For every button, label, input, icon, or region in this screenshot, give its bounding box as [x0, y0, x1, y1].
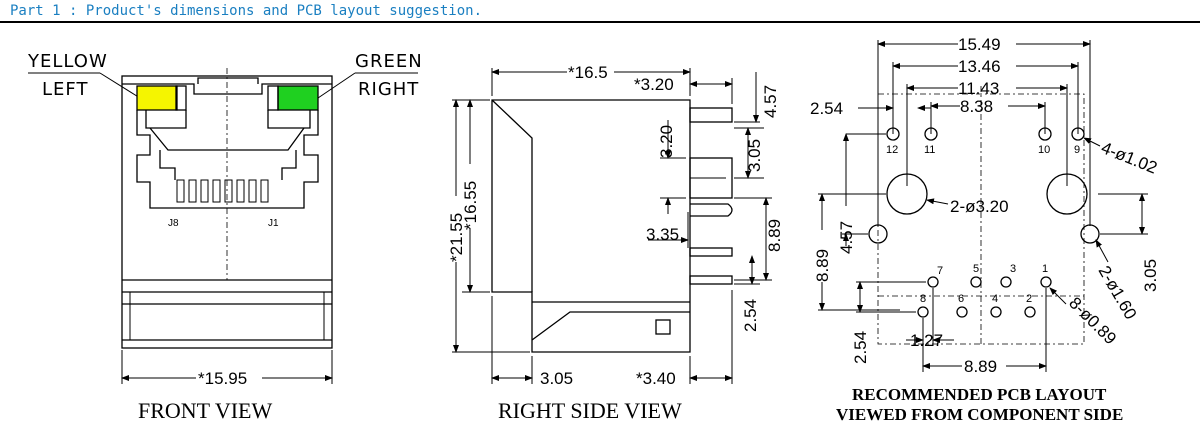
pcb-dim-254-vertical: 2.54	[851, 331, 870, 364]
pcb-dim-305-vertical: 3.05	[1141, 259, 1160, 292]
pin-label-5: 5	[973, 263, 979, 275]
pcb-dim-889-vertical: 8.89	[813, 249, 832, 282]
pin-label-6: 6	[958, 293, 964, 305]
pcb-shield-hole-left	[868, 224, 888, 244]
front-view: YELLOW LEFT GREEN RIGHT	[27, 51, 423, 423]
pcb-top-holes	[886, 127, 1085, 141]
pcb-mount-hole-right	[1046, 173, 1088, 215]
section-header: Part 1 : Product's dimensions and PCB la…	[0, 0, 1200, 24]
pin-label-4: 4	[992, 293, 998, 305]
side-dim-pin-335: 3.35	[646, 225, 679, 244]
led-left-position-label: LEFT	[42, 79, 88, 100]
side-dim-pin-889: 8.89	[765, 219, 784, 252]
side-dim-pin-254: 2.54	[741, 299, 760, 332]
pcb-signal-pins-row1	[927, 276, 1052, 288]
jack-opening	[136, 110, 319, 209]
pcb-mount-hole-left	[886, 173, 928, 215]
led-right-leader	[317, 72, 356, 99]
front-view-title: FRONT VIEW	[138, 398, 272, 423]
side-dim-top-offset: *3.20	[634, 75, 674, 94]
front-width-dim: *15.95	[198, 369, 247, 388]
side-pins	[689, 107, 733, 285]
led-left-yellow	[136, 85, 178, 111]
pcb-title-line1: RECOMMENDED PCB LAYOUT	[852, 385, 1107, 404]
pin-label-2: 2	[1026, 293, 1032, 305]
pcb-dim-254-top: 2.54	[810, 99, 843, 118]
pin-label-j1: J1	[268, 218, 279, 229]
led-left-leader	[99, 72, 141, 99]
section-title: Part 1 : Product's dimensions and PCB la…	[10, 3, 483, 19]
pin-label-7: 7	[937, 265, 943, 277]
pcb-dim-838: 8.38	[960, 97, 993, 116]
pin-label-3: 3	[1010, 263, 1016, 275]
pin-label-11: 11	[924, 144, 935, 156]
led-left-color-label: YELLOW	[27, 51, 108, 72]
led-right-green	[277, 85, 319, 111]
pcb-dim-1143: 11.43	[958, 79, 999, 98]
front-body-outline	[121, 75, 333, 349]
pin-label-9: 9	[1074, 144, 1080, 156]
pcb-dim-1549: 15.49	[958, 35, 1001, 54]
pin-label-8: 8	[920, 293, 926, 305]
side-dim-length: *16.5	[568, 63, 608, 82]
led-right-position-label: RIGHT	[358, 79, 419, 100]
pcb-hole-102-label: 4-ø1.02	[1099, 138, 1160, 178]
pcb-shield-hole-right	[1080, 224, 1100, 244]
contact-pins	[176, 179, 269, 203]
pcb-layout-view: 15.49 13.46 11.43 8.38 2.54 12 11 10 9 4	[810, 35, 1160, 424]
side-dim-457: 4.57	[761, 85, 780, 118]
pin-label-j8: J8	[168, 218, 179, 229]
pcb-hole-320-label: 2-ø3.20	[950, 197, 1009, 216]
side-view-title: RIGHT SIDE VIEW	[498, 398, 682, 423]
side-dim-height-1655: *16.55	[461, 181, 480, 230]
pcb-dim-1346: 13.46	[958, 57, 1001, 76]
pcb-dim-457: 4.57	[837, 221, 856, 254]
side-dim-bottom-305: 3.05	[540, 369, 573, 388]
side-latch-window	[655, 319, 671, 335]
side-dim-pin-305: 3.05	[745, 139, 764, 172]
side-dim-pin-320: 3.20	[657, 125, 676, 158]
pcb-signal-pins-row2	[917, 306, 1036, 318]
led-right-color-label: GREEN	[355, 51, 423, 72]
right-side-view: *16.5 *3.20 4.57 3.20 3.05 8.89 3.35 2.5…	[447, 63, 784, 423]
side-body-outline	[491, 99, 691, 353]
pcb-title-line2: VIEWED FROM COMPONENT SIDE	[836, 405, 1123, 424]
pcb-dim-889-horizontal: 8.89	[964, 357, 997, 376]
side-dim-bottom-340: *3.40	[636, 369, 676, 388]
pin-label-1: 1	[1042, 263, 1048, 275]
pin-label-10: 10	[1038, 144, 1050, 156]
pcb-dim-127: 1.27	[910, 331, 943, 350]
pcb-hole-160-label: 2-ø1.60	[1095, 263, 1141, 323]
pin-label-12: 12	[886, 144, 898, 156]
header-divider	[0, 21, 1200, 23]
side-dim-height-2155: *21.55	[447, 213, 466, 262]
